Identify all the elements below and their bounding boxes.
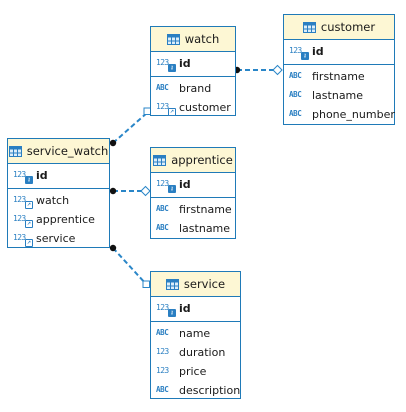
column-id[interactable]: 123⚷ id — [13, 169, 48, 184]
column-description[interactable]: ABC description — [156, 384, 241, 397]
numeric-fk-icon: 123↗ — [156, 102, 176, 116]
numeric-key-icon: 123⚷ — [13, 169, 33, 184]
text-type-icon: ABC — [156, 328, 169, 337]
columns-section: ABC firstname ABC lastname ABC phone_num… — [284, 65, 395, 127]
columns-section: 123↗ watch 123↗ apprentice 123↗ service — [8, 189, 109, 251]
column-customer[interactable]: 123↗ customer — [156, 101, 231, 116]
pk-section: 123⚷ id — [151, 173, 235, 198]
numeric-fk-icon: 123↗ — [13, 233, 33, 247]
entity-customer[interactable]: customer 123⚷ id ABC firstname ABC lastn… — [283, 14, 395, 125]
column-price[interactable]: 123 price — [156, 365, 207, 378]
entity-header[interactable]: apprentice — [151, 148, 235, 173]
columns-section: ABC brand 123↗ customer — [151, 77, 235, 120]
numeric-key-icon: 123⚷ — [156, 57, 176, 72]
text-type-icon: ABC — [289, 109, 302, 118]
foreign-key-badge-icon: ↗ — [25, 220, 33, 228]
pk-section: 123⚷ id — [151, 297, 240, 322]
column-apprentice[interactable]: 123↗ apprentice — [13, 213, 95, 228]
relationship-watch-to-customer — [233, 64, 283, 76]
entity-header[interactable]: service — [151, 272, 240, 297]
pk-section: 123⚷ id — [151, 52, 235, 77]
relationship-origin-dot — [109, 139, 117, 147]
column-brand[interactable]: ABC brand — [156, 82, 212, 95]
entity-name: service — [183, 277, 226, 291]
entity-apprentice[interactable]: apprentice 123⚷ id ABC firstname ABC las… — [150, 147, 236, 239]
table-icon — [8, 145, 22, 157]
relationship-service-watch-to-apprentice — [109, 185, 151, 197]
pk-section: 123⚷ id — [8, 164, 109, 189]
relationship-origin-dot — [109, 244, 117, 252]
columns-section: ABC firstname ABC lastname — [151, 198, 235, 241]
relationship-service-watch-to-watch — [109, 107, 151, 147]
key-badge-icon: ⚷ — [168, 309, 176, 317]
foreign-key-badge-icon: ↗ — [25, 239, 33, 247]
table-icon — [166, 33, 180, 45]
entity-header[interactable]: watch — [151, 27, 235, 52]
numeric-fk-icon: 123↗ — [13, 195, 33, 209]
relationship-origin-dot — [109, 187, 117, 195]
column-firstname[interactable]: ABC firstname — [156, 203, 232, 216]
column-watch[interactable]: 123↗ watch — [13, 194, 70, 209]
entity-name: service_watch — [26, 144, 109, 158]
column-id[interactable]: 123⚷ id — [156, 57, 191, 72]
column-name[interactable]: ABC name — [156, 327, 211, 340]
key-badge-icon: ⚷ — [168, 185, 176, 193]
numeric-type-icon: 123 — [156, 347, 169, 356]
column-lastname[interactable]: ABC lastname — [289, 89, 364, 102]
column-service[interactable]: 123↗ service — [13, 232, 76, 247]
entity-name: apprentice — [171, 153, 233, 167]
column-id[interactable]: 123⚷ id — [289, 45, 324, 60]
text-type-icon: ABC — [156, 83, 169, 92]
relationship-end-diamond — [140, 185, 151, 197]
numeric-key-icon: 123⚷ — [156, 302, 176, 317]
columns-section: ABC name 123 duration 123 price ABC desc… — [151, 322, 240, 403]
entity-header[interactable]: service_watch — [8, 139, 109, 164]
foreign-key-badge-icon: ↗ — [25, 201, 33, 209]
key-badge-icon: ⚷ — [301, 52, 309, 60]
foreign-key-badge-icon: ↗ — [168, 108, 176, 116]
key-badge-icon: ⚷ — [168, 64, 176, 72]
table-icon — [302, 21, 316, 33]
text-type-icon: ABC — [289, 90, 302, 99]
column-firstname[interactable]: ABC firstname — [289, 70, 365, 83]
text-type-icon: ABC — [289, 71, 302, 80]
text-type-icon: ABC — [156, 385, 169, 394]
relationship-end-square — [142, 280, 150, 288]
relationship-end-diamond — [272, 64, 283, 76]
column-phone-number[interactable]: ABC phone_number — [289, 108, 395, 121]
relationship-service-watch-to-service — [109, 244, 150, 288]
entity-service[interactable]: service 123⚷ id ABC name 123 duration 12… — [150, 271, 241, 399]
numeric-key-icon: 123⚷ — [156, 178, 176, 193]
table-icon — [153, 154, 167, 166]
column-lastname[interactable]: ABC lastname — [156, 222, 231, 235]
pk-section: 123⚷ id — [284, 40, 394, 65]
numeric-fk-icon: 123↗ — [13, 214, 33, 228]
text-type-icon: ABC — [156, 204, 169, 213]
numeric-key-icon: 123⚷ — [289, 45, 309, 60]
column-id[interactable]: 123⚷ id — [156, 178, 191, 193]
entity-name: watch — [184, 32, 220, 46]
column-id[interactable]: 123⚷ id — [156, 302, 191, 317]
entity-header[interactable]: customer — [284, 15, 394, 40]
text-type-icon: ABC — [156, 223, 169, 232]
numeric-type-icon: 123 — [156, 366, 169, 375]
key-badge-icon: ⚷ — [25, 176, 33, 184]
column-duration[interactable]: 123 duration — [156, 346, 226, 359]
table-icon — [165, 278, 179, 290]
entity-name: customer — [320, 20, 376, 34]
entity-watch[interactable]: watch 123⚷ id ABC brand 123↗ customer — [150, 26, 236, 116]
entity-service-watch[interactable]: service_watch 123⚷ id 123↗ watch 123↗ ap… — [7, 138, 110, 248]
